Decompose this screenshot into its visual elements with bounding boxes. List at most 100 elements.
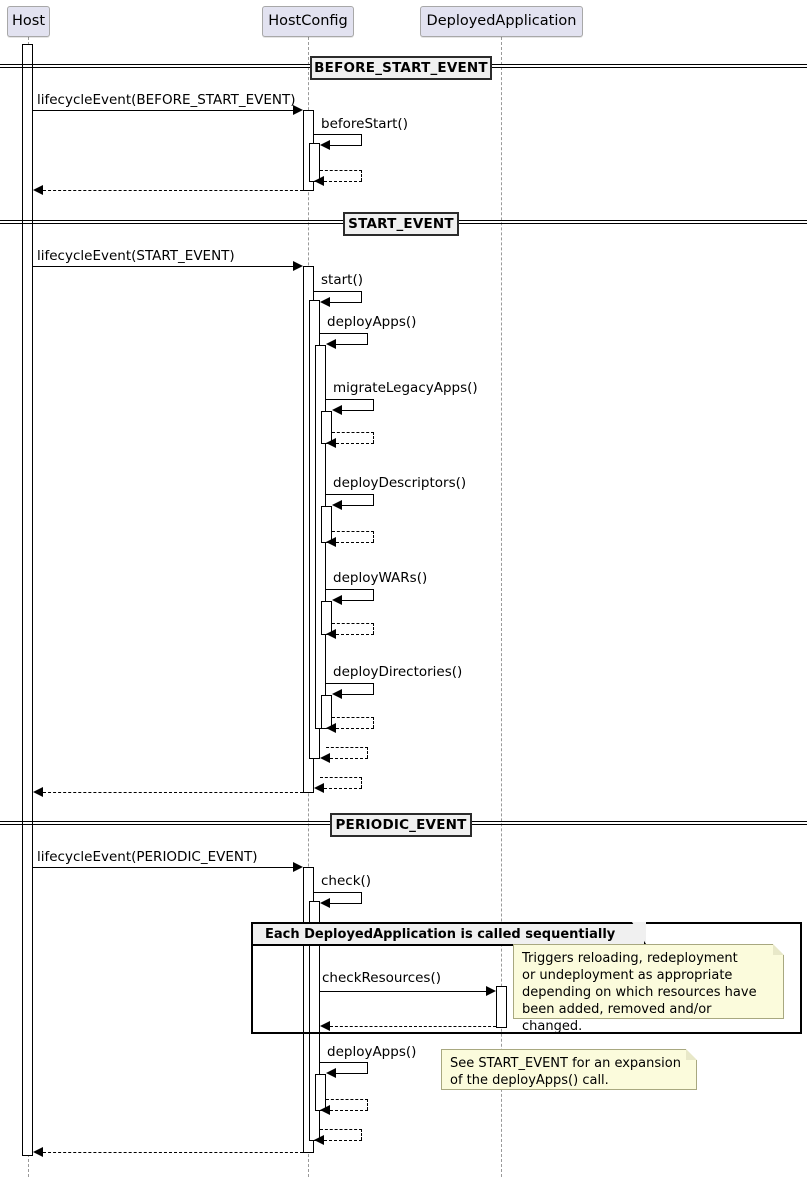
message-arrowhead-start	[320, 297, 330, 307]
message-label-migratelegacyapps: migrateLegacyApps()	[333, 380, 478, 396]
divider-periodic-event: PERIODIC_EVENT	[330, 813, 472, 837]
message-line-deploydescriptors-return-top	[332, 531, 374, 532]
message-line-deployapps-start-bottom	[336, 344, 368, 345]
message-line-check-return-bottom	[324, 1140, 362, 1141]
message-line-deploydescriptors-return-bottom	[336, 542, 374, 543]
message-line-deployapps-periodic-return-top	[326, 1099, 368, 1100]
message-arrowhead-return-start	[33, 787, 43, 797]
message-label-deploywars: deployWARs()	[333, 570, 428, 586]
note-deployapps: See START_EVENT for an expansion of the …	[441, 1049, 697, 1090]
message-vline-before-start	[361, 134, 362, 145]
message-line-before-start-return-bottom	[324, 181, 362, 182]
message-vline-check-return	[361, 1129, 362, 1140]
message-arrowhead-deployapps-periodic-return	[320, 1105, 330, 1115]
participant-deployedapplication-label: DeployedApplication	[426, 13, 577, 30]
message-line-migratelegacyapps-return-top	[332, 432, 374, 433]
message-label-before-start: beforeStart()	[321, 116, 408, 132]
message-arrowhead-deploydirectories-return	[326, 723, 336, 733]
message-vline-migratelegacyapps	[373, 399, 374, 410]
message-line-lifecycle-start	[33, 266, 295, 267]
message-line-return-periodic	[43, 1152, 303, 1153]
activation-deployedapplication-checkresources	[496, 986, 507, 1028]
message-label-deploydirectories: deployDirectories()	[333, 664, 463, 680]
message-line-deploydescriptors-bottom	[342, 505, 374, 506]
message-line-start-return-top	[320, 777, 362, 778]
message-label-check: check()	[321, 873, 372, 889]
message-line-check-return-top	[320, 1129, 362, 1130]
message-arrowhead-deployapps-start-return	[320, 753, 330, 763]
message-vline-deployapps-start	[367, 333, 368, 344]
message-line-migratelegacyapps-return-bottom	[336, 443, 374, 444]
message-line-deployapps-start-return-top	[326, 747, 368, 748]
message-arrowhead-lifecycle-start	[293, 261, 303, 271]
message-arrowhead-deploydirectories	[332, 689, 342, 699]
lifeline-deployedapplication	[501, 37, 502, 1177]
message-vline-start	[361, 291, 362, 302]
message-arrowhead-deploydescriptors	[332, 500, 342, 510]
message-line-migratelegacyapps-top	[326, 399, 374, 400]
message-arrowhead-deployapps-start	[326, 339, 336, 349]
message-line-checkresources-return	[330, 1026, 496, 1027]
message-line-deploywars-bottom	[342, 600, 374, 601]
message-arrowhead-lifecycle-before-start	[293, 105, 303, 115]
message-vline-deployapps-start-return	[367, 747, 368, 758]
participant-hostconfig[interactable]: HostConfig	[262, 6, 354, 37]
message-vline-deploydescriptors-return	[373, 531, 374, 542]
message-line-deploywars-return-top	[332, 623, 374, 624]
participant-deployedapplication[interactable]: DeployedApplication	[420, 6, 583, 37]
message-line-check-top	[314, 892, 362, 893]
message-line-before-start-return-top	[320, 170, 362, 171]
message-arrowhead-checkresources-return	[320, 1021, 330, 1031]
message-line-check-bottom	[330, 903, 362, 904]
note-checkresources-text: Triggers reloading, redeployment or unde…	[522, 951, 757, 1034]
message-arrowhead-deployapps-periodic	[326, 1068, 336, 1078]
message-arrowhead-return-before-start	[33, 185, 43, 195]
message-line-start-bottom	[330, 302, 362, 303]
divider-before-start-event: BEFORE_START_EVENT	[310, 56, 492, 80]
message-line-return-before-start	[43, 190, 303, 191]
note-checkresources-fold	[773, 944, 784, 955]
message-arrowhead-checkresources	[486, 986, 496, 996]
note-checkresources: Triggers reloading, redeployment or unde…	[513, 944, 784, 1034]
message-line-deployapps-periodic-bottom	[336, 1073, 368, 1074]
message-arrowhead-migratelegacyapps-return	[326, 438, 336, 448]
message-vline-deployapps-periodic	[367, 1062, 368, 1073]
message-line-start-return-bottom	[324, 788, 362, 789]
message-line-deploydirectories-return-top	[332, 717, 374, 718]
message-line-deploywars-return-bottom	[336, 634, 374, 635]
message-label-deploydescriptors: deployDescriptors()	[333, 475, 467, 491]
message-arrowhead-deploydescriptors-return	[326, 537, 336, 547]
message-vline-deploydescriptors	[373, 494, 374, 505]
note-deployapps-fold	[686, 1049, 697, 1060]
message-label-lifecycle-start: lifecycleEvent(START_EVENT)	[37, 248, 235, 264]
message-arrowhead-before-start-return	[314, 176, 324, 186]
message-arrowhead-before-start	[320, 140, 330, 150]
message-label-lifecycle-before-start: lifecycleEvent(BEFORE_START_EVENT)	[37, 92, 296, 108]
message-arrowhead-check-return	[314, 1135, 324, 1145]
message-line-deploydirectories-top	[326, 683, 374, 684]
message-line-deploydescriptors-top	[326, 494, 374, 495]
message-arrowhead-check	[320, 898, 330, 908]
participant-host[interactable]: Host	[7, 6, 50, 37]
message-label-deployapps-start: deployApps()	[327, 314, 417, 330]
message-vline-check	[361, 892, 362, 903]
message-vline-deploywars	[373, 589, 374, 600]
divider-periodic-label: PERIODIC_EVENT	[335, 817, 467, 833]
message-line-before-start-top	[314, 134, 362, 135]
message-line-deploywars-top	[326, 589, 374, 590]
message-arrowhead-return-periodic	[33, 1147, 43, 1157]
participant-host-label: Host	[11, 13, 45, 30]
message-line-deploydirectories-bottom	[342, 694, 374, 695]
message-vline-deploydirectories-return	[373, 717, 374, 728]
message-vline-deployapps-periodic-return	[367, 1099, 368, 1110]
message-line-lifecycle-periodic	[33, 867, 295, 868]
message-arrowhead-lifecycle-periodic	[293, 862, 303, 872]
fragment-each-deployedapplication	[251, 922, 802, 1034]
divider-start-event: START_EVENT	[343, 212, 459, 236]
message-label-start: start()	[321, 272, 363, 288]
participant-hostconfig-label: HostConfig	[268, 13, 348, 30]
message-line-deploydirectories-return-bottom	[336, 728, 374, 729]
divider-start-label: START_EVENT	[348, 216, 454, 232]
activation-host-main	[22, 44, 33, 1156]
